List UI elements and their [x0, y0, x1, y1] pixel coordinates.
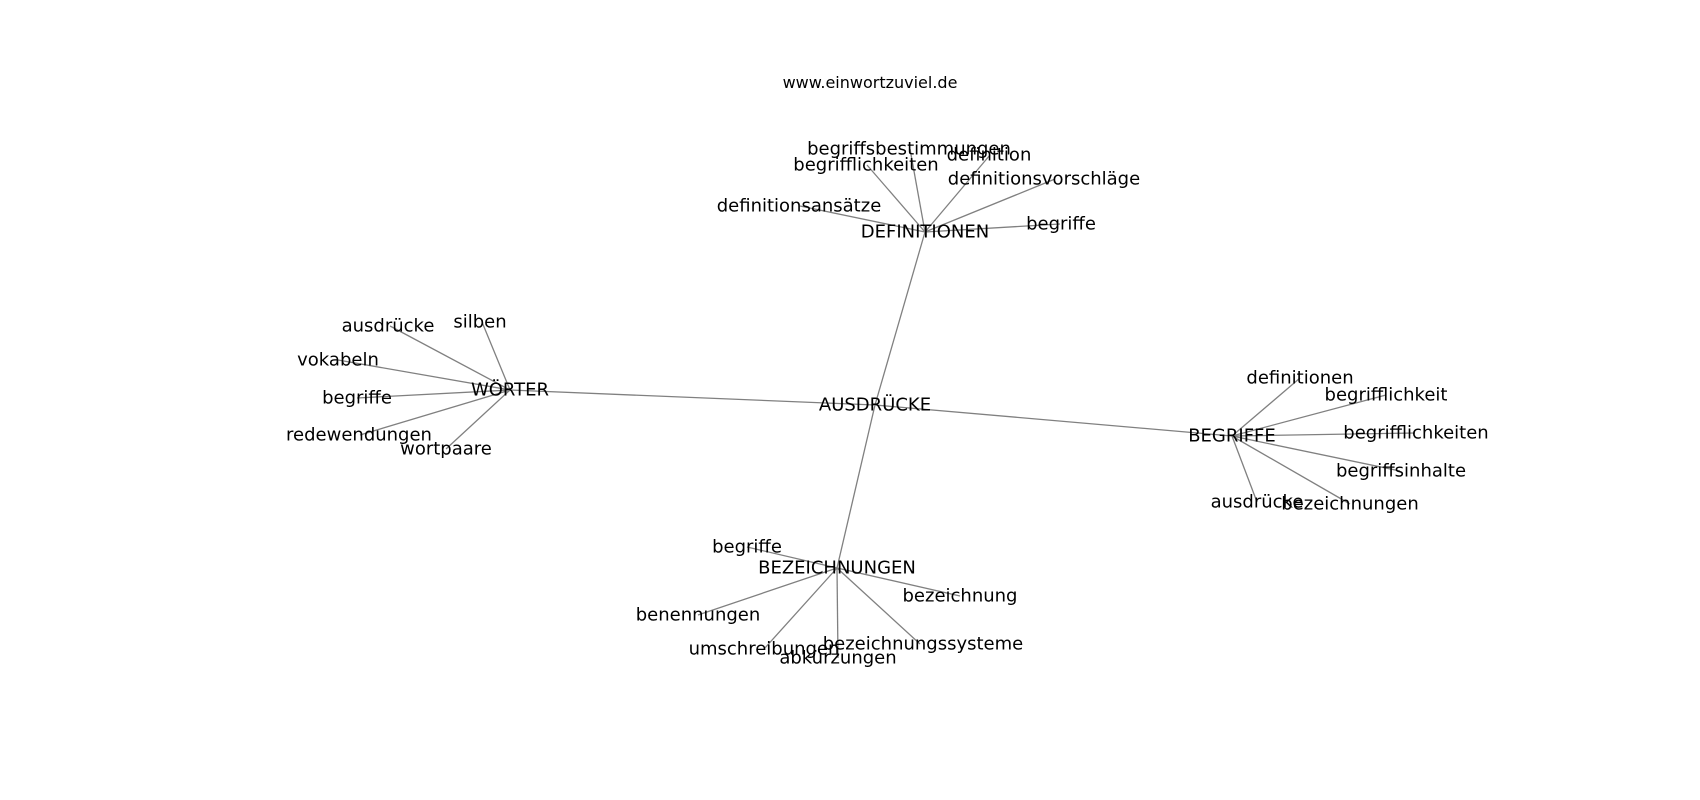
edge-hub-to-leaf: [359, 389, 511, 436]
leaf-node-label: silben: [453, 312, 506, 333]
edge-hub-to-leaf: [924, 178, 1056, 233]
leaf-node-label: definitionen: [1246, 368, 1353, 389]
edge-center-to-hub: [509, 389, 876, 406]
edge-hub-to-leaf: [1231, 435, 1351, 505]
leaf-node-label: wortpaare: [400, 439, 492, 460]
edge-hub-to-leaf: [337, 359, 511, 391]
edge-hub-to-leaf: [836, 567, 921, 645]
edge-hub-to-leaf: [924, 154, 991, 233]
leaf-node-label: bezeichnungssysteme: [823, 634, 1024, 655]
edge-hub-to-leaf: [909, 148, 926, 233]
leaf-node-label: begrifflichkeiten: [793, 155, 938, 176]
leaf-node-label: definitionsvorschläge: [948, 169, 1140, 190]
edge-hub-to-leaf: [1231, 432, 1416, 437]
leaf-node-label: begriffsinhalte: [1336, 461, 1466, 482]
edge-center-to-hub: [836, 404, 876, 569]
hub-node-label: BEZEICHNUNGEN: [758, 558, 916, 579]
edge-hub-to-leaf: [746, 546, 838, 569]
labels-layer: AUSDRÜCKE DEFINITIONEN begriffsbestimmunge…: [286, 139, 1489, 669]
hub-node-label: BEGRIFFE: [1188, 426, 1276, 447]
edge-hub-to-leaf: [389, 325, 511, 391]
leaf-node-label: definition: [947, 145, 1032, 166]
edge-hub-to-leaf: [866, 164, 926, 233]
leaf-node-label: begrifflichkeiten: [1343, 423, 1488, 444]
center-node-label: AUSDRÜCKE: [819, 394, 931, 416]
source-url: www.einwortzuviel.de: [783, 73, 958, 92]
edge-hub-to-leaf: [445, 389, 511, 450]
edge-hub-to-leaf: [356, 389, 511, 399]
edge-hub-to-leaf: [763, 567, 838, 650]
leaf-node-label: begriffe: [322, 388, 392, 409]
edge-hub-to-leaf: [836, 567, 839, 659]
leaf-node-label: ausdrücke: [1211, 492, 1304, 513]
hub-node-label: WÖRTER: [471, 379, 549, 401]
leaf-node-label: ausdrücke: [342, 316, 435, 337]
edge-hub-to-leaf: [836, 567, 961, 597]
edge-hub-to-leaf: [481, 321, 511, 391]
edge-hub-to-leaf: [924, 223, 1061, 233]
leaf-node-label: definitionsansätze: [717, 196, 882, 217]
leaf-node-label: begriffsbestimmungen: [807, 139, 1011, 160]
edge-hub-to-leaf: [1231, 394, 1387, 437]
edge-hub-to-leaf: [799, 205, 926, 233]
hub-node-label: DEFINITIONEN: [861, 222, 989, 243]
leaf-node-label: umschreibungen: [689, 639, 840, 660]
leaf-node-label: vokabeln: [297, 350, 379, 371]
edge-hub-to-leaf: [697, 567, 838, 616]
edge-hub-to-leaf: [1231, 377, 1301, 437]
leaf-node-label: benennungen: [636, 605, 761, 626]
leaf-node-label: begriffe: [712, 537, 782, 558]
edge-center-to-hub: [874, 231, 926, 406]
edge-hub-to-leaf: [1231, 435, 1258, 503]
leaf-node-label: bezeichnungen: [1281, 494, 1418, 515]
edge-center-to-hub: [874, 404, 1233, 437]
edges-layer: [337, 148, 1416, 659]
leaf-node-label: begrifflichkeit: [1325, 385, 1448, 406]
leaf-node-label: abkürzungen: [779, 648, 896, 669]
leaf-node-label: redewendungen: [286, 425, 432, 446]
leaf-node-label: begriffe: [1026, 214, 1096, 235]
leaf-node-label: bezeichnung: [903, 586, 1018, 607]
edge-hub-to-leaf: [1231, 435, 1401, 472]
